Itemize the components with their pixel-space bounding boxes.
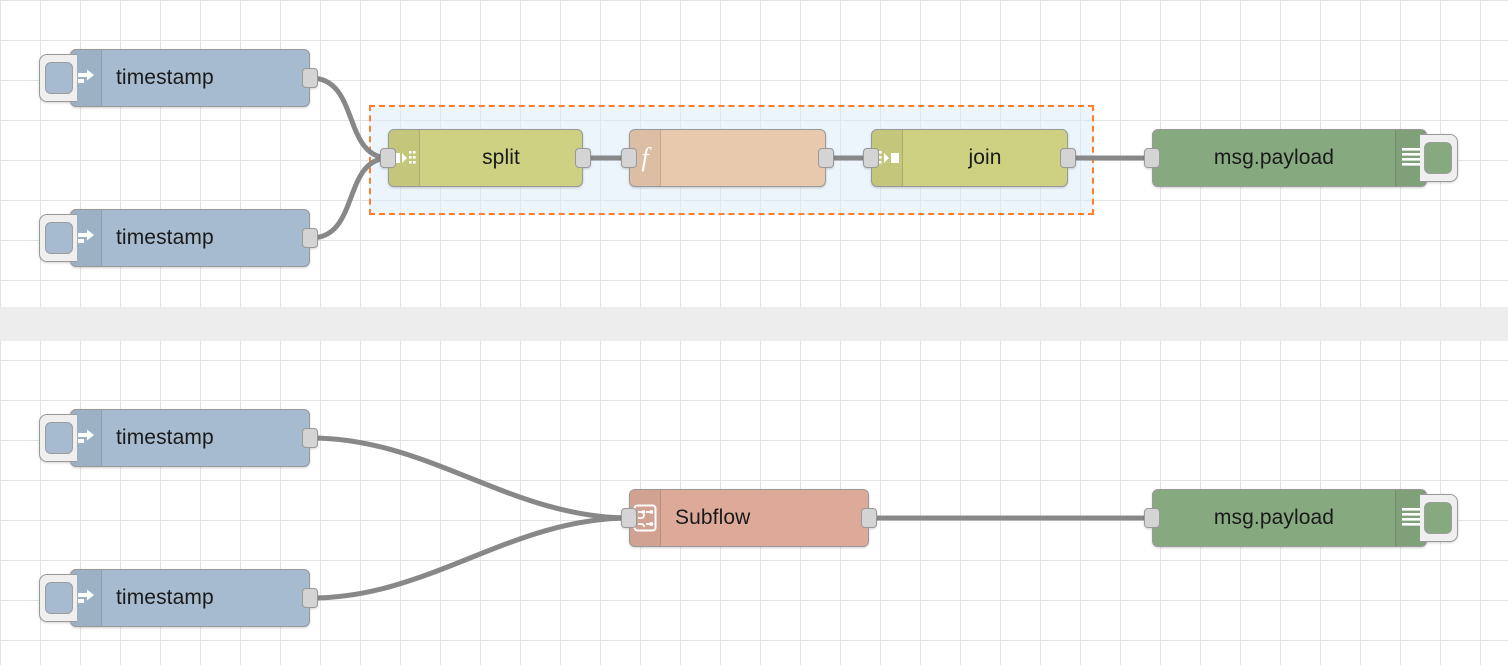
node-inject-timestamp-2[interactable]: timestamp <box>39 209 318 267</box>
node-debug-1[interactable]: msg.payload <box>1144 129 1458 187</box>
input-port[interactable] <box>380 148 396 168</box>
debug-toggle-knob <box>1424 142 1452 174</box>
svg-text:f: f <box>641 143 652 172</box>
node-debug-2[interactable]: msg.payload <box>1144 489 1458 547</box>
flow-tab-divider <box>0 307 1508 341</box>
node-join[interactable]: join <box>863 129 1076 187</box>
node-label: split <box>482 146 520 169</box>
inject-trigger-knob <box>45 582 73 614</box>
node-label: timestamp <box>116 426 214 449</box>
input-port[interactable] <box>621 508 637 528</box>
input-port[interactable] <box>1144 148 1160 168</box>
node-label: Subflow <box>675 506 751 529</box>
debug-toggle-knob <box>1424 502 1452 534</box>
inject-trigger-button[interactable] <box>39 54 77 102</box>
output-port[interactable] <box>302 68 318 88</box>
node-inject-timestamp-3[interactable]: timestamp <box>39 409 318 467</box>
debug-toggle-button[interactable] <box>1420 494 1458 542</box>
node-label: timestamp <box>116 586 214 609</box>
inject-trigger-button[interactable] <box>39 414 77 462</box>
inject-trigger-knob <box>45 62 73 94</box>
inject-trigger-button[interactable] <box>39 214 77 262</box>
wire-inject4-to-subflow <box>308 515 633 601</box>
node-split[interactable]: split <box>380 129 591 187</box>
node-inject-timestamp-1[interactable]: timestamp <box>39 49 318 107</box>
node-label: join <box>968 146 1002 169</box>
output-port[interactable] <box>575 148 591 168</box>
inject-trigger-button[interactable] <box>39 574 77 622</box>
node-inject-timestamp-4[interactable]: timestamp <box>39 569 318 627</box>
output-port[interactable] <box>818 148 834 168</box>
node-function[interactable]: f <box>621 129 834 187</box>
wire-inject3-to-subflow <box>308 435 633 521</box>
inject-trigger-knob <box>45 222 73 254</box>
node-label: msg.payload <box>1213 506 1335 529</box>
output-port[interactable] <box>1060 148 1076 168</box>
input-port[interactable] <box>1144 508 1160 528</box>
debug-toggle-button[interactable] <box>1420 134 1458 182</box>
output-port[interactable] <box>302 588 318 608</box>
node-label <box>661 130 825 186</box>
node-label: timestamp <box>116 66 214 89</box>
node-subflow[interactable]: Subflow <box>621 489 877 547</box>
node-label: timestamp <box>116 226 214 249</box>
output-port[interactable] <box>861 508 877 528</box>
input-port[interactable] <box>621 148 637 168</box>
output-port[interactable] <box>302 428 318 448</box>
output-port[interactable] <box>302 228 318 248</box>
node-label: msg.payload <box>1213 146 1335 169</box>
input-port[interactable] <box>863 148 879 168</box>
inject-trigger-knob <box>45 422 73 454</box>
